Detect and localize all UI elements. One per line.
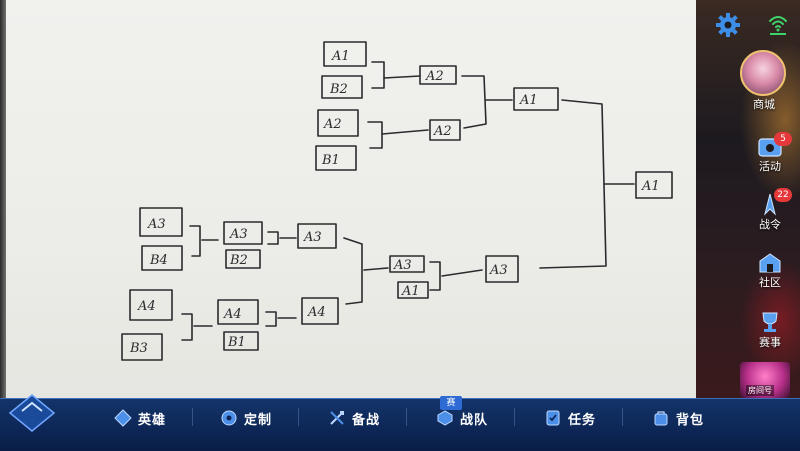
battle-pass-icon: [764, 193, 776, 216]
shop-label: 商城: [753, 98, 775, 111]
nav-prepare-label: 备战: [351, 412, 380, 428]
community-label: 社区: [759, 276, 781, 289]
battle-pass-button[interactable]: 战令 22: [746, 188, 794, 231]
left-edge: [0, 0, 8, 398]
profile-avatar[interactable]: 房间号: [740, 362, 790, 398]
match-bottom-2: A4 B3 A4 B1 A4: [121, 289, 339, 361]
community-icon: [759, 253, 781, 273]
bracket-label: B2: [329, 82, 348, 97]
battle-pass-badge: 22: [774, 188, 792, 202]
community-button[interactable]: 社区: [746, 252, 794, 289]
hero-icon: [114, 409, 132, 427]
bracket-label: B4: [149, 253, 168, 268]
activity-button[interactable]: 活动 5: [746, 132, 794, 173]
bracket-label: A3: [393, 258, 412, 273]
team-icon: [437, 410, 453, 426]
bracket-label: B2: [229, 253, 248, 268]
team-badge: 赛: [440, 396, 462, 410]
wifi-icon: [768, 12, 788, 36]
gear-icon[interactable]: [715, 12, 741, 38]
room-tag: 房间号: [746, 385, 774, 396]
paper-photo: .t{font-family:"DejaVu Serif",serif;font…: [6, 0, 696, 398]
bracket-label: B3: [129, 341, 148, 356]
bracket-label: A2: [425, 69, 444, 84]
nav-backpack-label: 背包: [675, 412, 704, 428]
bracket-label: A3: [147, 217, 166, 232]
nav-hero-label: 英雄: [137, 412, 166, 428]
bracket-label: A4: [223, 307, 242, 322]
bracket-label: A3: [489, 263, 508, 278]
bracket-label: A4: [307, 305, 326, 320]
nav-prepare[interactable]: 备战: [306, 398, 402, 438]
match-top-1: A1 B2 A2: [321, 41, 457, 99]
bracket-label: A2: [323, 117, 342, 132]
nav-backpack[interactable]: 背包: [630, 398, 726, 438]
bracket-label: A1: [401, 284, 420, 299]
trophy-icon: [762, 312, 778, 332]
customize-icon: [221, 410, 237, 426]
match-bottom-1: A3 B4 A3 B2 A3: [139, 207, 337, 271]
bracket-label: B1: [321, 153, 340, 168]
battle-pass-label: 战令: [759, 218, 781, 231]
activity-badge: 5: [774, 132, 792, 146]
nav-team[interactable]: 战队: [414, 398, 510, 438]
nav-team-label: 战队: [459, 412, 488, 428]
nav-hero[interactable]: 英雄: [92, 398, 188, 438]
nav-task[interactable]: 任务: [522, 398, 618, 438]
prepare-icon: [330, 411, 344, 425]
shop-button[interactable]: 商城: [740, 96, 788, 111]
menu-corner-button[interactable]: [6, 393, 58, 433]
activity-label: 活动: [759, 160, 781, 173]
shop-avatar[interactable]: [740, 50, 786, 96]
bracket-final: A1: [641, 179, 660, 194]
nav-customize[interactable]: 定制: [198, 398, 294, 438]
nav-customize-label: 定制: [243, 412, 272, 428]
bracket-label: A3: [229, 227, 248, 242]
bracket-label: A3: [303, 230, 322, 245]
events-button[interactable]: 赛事: [746, 310, 794, 349]
menu-diamond-icon: [8, 394, 56, 432]
bracket-label: A1: [331, 49, 350, 64]
bracket-label: A1: [519, 93, 538, 108]
bracket-label: B1: [227, 335, 246, 350]
match-top-2: A2 B1 A2: [315, 109, 461, 171]
bracket-label: A4: [137, 299, 156, 314]
nav-task-label: 任务: [567, 412, 596, 428]
events-label: 赛事: [759, 336, 781, 349]
handwritten-bracket: .t{font-family:"DejaVu Serif",serif;font…: [121, 41, 673, 361]
bracket-label: A2: [433, 124, 452, 139]
backpack-icon: [654, 411, 668, 426]
task-icon: [546, 410, 560, 426]
